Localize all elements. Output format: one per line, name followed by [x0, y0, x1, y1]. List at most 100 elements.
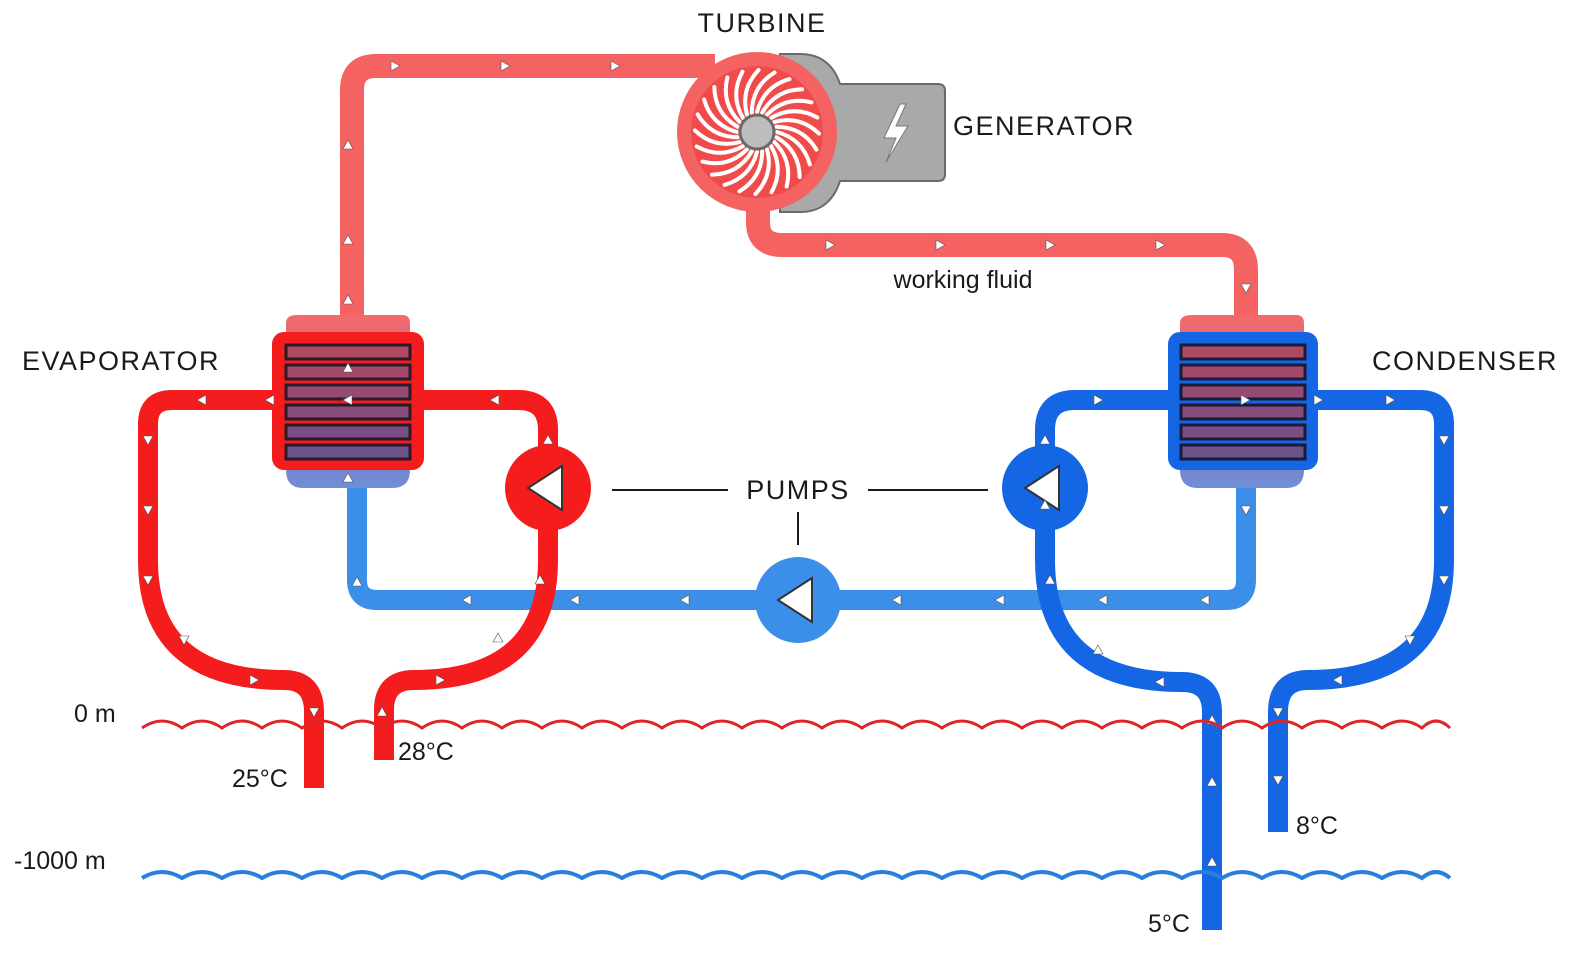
- pump-cold: [1002, 445, 1088, 531]
- deep-water-line: [140, 870, 1452, 881]
- flow-arrow-icon: [142, 505, 154, 516]
- flow-arrow-icon: [1332, 674, 1343, 686]
- turbine-blade: [760, 87, 804, 115]
- cold-discharge-pipe: [1268, 390, 1454, 832]
- lightning-bolt-icon: [883, 103, 909, 163]
- flow-arrow-icon: [461, 594, 472, 606]
- working-fluid-label: working fluid: [893, 266, 1033, 294]
- flow-arrow-icon: [1240, 283, 1252, 294]
- turbine-blade: [694, 144, 745, 155]
- flow-arrow-icon: [1438, 505, 1450, 516]
- flow-arrow-icon: [264, 394, 275, 406]
- turbine-blade: [734, 69, 745, 120]
- flow-arrows: [142, 60, 1450, 867]
- surface-water-line: [141, 719, 1452, 730]
- flow-arrow-icon: [492, 632, 504, 643]
- flow-arrow-icon: [390, 60, 401, 72]
- turbine-blade: [774, 135, 802, 179]
- flow-arrow-icon: [1240, 394, 1251, 406]
- flow-arrow-icon: [1206, 776, 1218, 787]
- flow-arrow-icon: [249, 674, 260, 686]
- turbine-blade: [710, 149, 754, 177]
- flow-arrow-icon: [500, 60, 511, 72]
- turbine-blade: [772, 118, 821, 136]
- flow-arrow-icon: [342, 472, 354, 483]
- turbine-blade: [712, 85, 740, 129]
- turbine-blades: [693, 68, 821, 196]
- flow-arrow-icon: [1199, 594, 1210, 606]
- flow-arrow-icon: [534, 574, 546, 585]
- flow-arrow-icon: [435, 674, 446, 686]
- triangle-arrow-icon: [526, 464, 563, 512]
- flow-arrow-icon: [1240, 505, 1252, 516]
- turbine-blade: [723, 75, 742, 124]
- condenser-plates: [1179, 343, 1307, 461]
- flow-arrow-icon: [342, 362, 354, 373]
- turbine-blade: [769, 109, 820, 120]
- flow-arrow-icon: [1097, 594, 1108, 606]
- flow-arrow-icon: [1385, 394, 1396, 406]
- turbine-blade: [693, 128, 742, 146]
- turbine-blade: [700, 147, 749, 166]
- flow-arrow-icon: [196, 394, 207, 406]
- turbine-blade: [775, 130, 812, 167]
- deep-depth-label: -1000 m: [14, 847, 106, 875]
- flow-arrow-icon: [1045, 239, 1056, 251]
- surface-depth-label: 0 m: [74, 700, 116, 728]
- turbine-blade: [753, 147, 771, 196]
- warm-intake-pipe: [374, 390, 558, 760]
- vapor-pipe-to-turbine: [340, 54, 715, 330]
- flow-arrow-icon: [994, 594, 1005, 606]
- flow-arrow-icon: [1404, 635, 1416, 646]
- flow-arrow-icon: [1093, 394, 1104, 406]
- warm-discharge-temp: 25°C: [232, 765, 288, 793]
- flow-arrow-icon: [351, 576, 363, 587]
- flow-arrow-icon: [489, 394, 500, 406]
- triangle-arrow-icon: [1023, 464, 1060, 512]
- cold-intake-pipe: [1035, 390, 1222, 930]
- vapor-pipe-to-condenser: [746, 190, 1258, 325]
- flow-arrow-icon: [1092, 644, 1104, 655]
- turbine-label: TURBINE: [697, 8, 826, 38]
- flow-arrow-icon: [1039, 499, 1051, 510]
- turbine-blade: [702, 97, 739, 134]
- flow-arrow-icon: [142, 435, 154, 446]
- flow-arrow-icon: [308, 707, 320, 718]
- flow-arrow-icon: [935, 239, 946, 251]
- turbine-blade: [765, 98, 814, 117]
- flow-arrow-icon: [1044, 574, 1056, 585]
- turbine: [677, 52, 837, 212]
- flow-arrow-icon: [825, 239, 836, 251]
- pump-leader-lines: [612, 489, 988, 545]
- flow-arrow-icon: [1438, 435, 1450, 446]
- flow-arrow-icon: [569, 594, 580, 606]
- turbine-blade: [695, 112, 740, 140]
- warm-water-loop: [138, 390, 558, 788]
- pump-working-fluid: [755, 557, 841, 643]
- flow-arrow-icon: [1438, 575, 1450, 586]
- flow-arrow-icon: [1154, 676, 1165, 688]
- condenser-label: CONDENSER: [1372, 346, 1558, 376]
- triangle-arrow-icon: [776, 576, 813, 624]
- cold-discharge-temp: 8°C: [1296, 812, 1338, 840]
- flow-arrow-icon: [178, 635, 190, 646]
- flow-arrow-icon: [1039, 434, 1051, 445]
- pump-warm: [505, 445, 591, 531]
- turbine-blade: [737, 149, 765, 194]
- turbine-hub: [738, 113, 776, 151]
- warm-discharge-pipe: [138, 390, 324, 788]
- generator-label: GENERATOR: [953, 111, 1135, 141]
- turbine-blade: [755, 77, 792, 114]
- turbine-blade: [769, 144, 780, 195]
- flow-arrow-icon: [342, 294, 354, 305]
- flow-arrow-icon: [342, 139, 354, 150]
- warm-intake-temp: 28°C: [398, 738, 454, 766]
- evaporator-label: EVAPORATOR: [22, 346, 220, 376]
- flow-arrow-icon: [342, 234, 354, 245]
- turbine-blade: [722, 150, 759, 187]
- flow-arrow-icon: [342, 394, 353, 406]
- flow-arrow-icon: [1206, 856, 1218, 867]
- flow-arrow-icon: [1272, 775, 1284, 786]
- flow-arrow-icon: [679, 594, 690, 606]
